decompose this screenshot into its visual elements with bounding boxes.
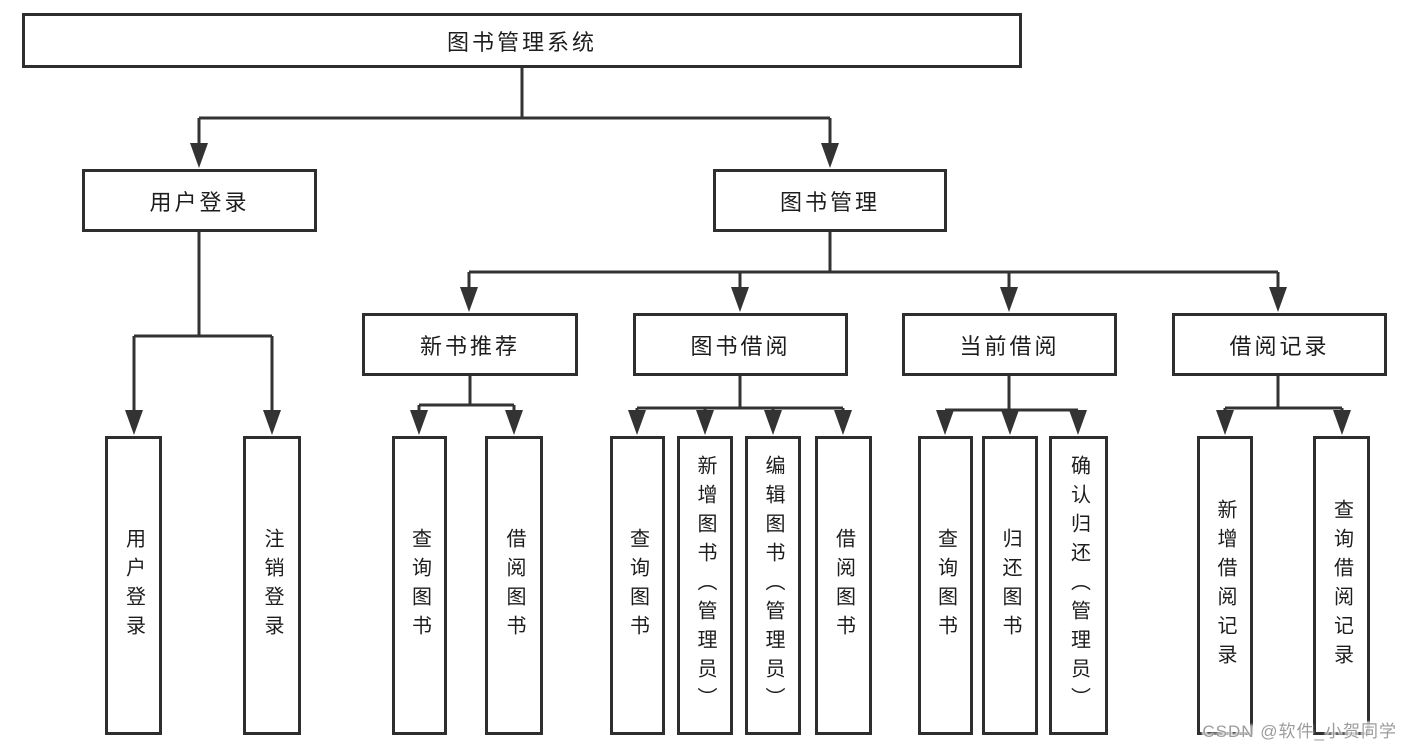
leaf-confirm-return-admin: 确认归还（管理员） [1049,436,1108,735]
leaf-return-book: 归还图书 [982,436,1038,735]
leaf-borrow-book: 借阅图书 [815,436,872,735]
node-current-borrow: 当前借阅 [902,313,1117,376]
leaf-recommend-borrow-book: 借阅图书 [485,436,543,735]
node-current-borrow-label: 当前借阅 [959,333,1060,359]
leaf-borrow-query-book: 查询图书 [610,436,665,735]
node-new-book-recommend-label: 新书推荐 [419,333,520,359]
leaf-current-query-book: 查询图书 [918,436,973,735]
leaf-add-book-admin-label: 新增图书（管理员） [694,455,716,716]
leaf-user-login: 用户登录 [105,436,162,735]
leaf-user-login-label: 用户登录 [122,527,145,644]
leaf-add-borrow-record: 新增借阅记录 [1197,436,1253,735]
leaf-recommend-query-book-label: 查询图书 [408,527,431,644]
leaf-recommend-borrow-book-label: 借阅图书 [503,527,525,644]
leaf-add-book-admin: 新增图书（管理员） [677,436,733,735]
leaf-edit-book-admin: 编辑图书（管理员） [745,436,801,735]
node-root-label: 图书管理系统 [446,29,597,55]
node-borrow-record: 借阅记录 [1172,313,1387,376]
node-root: 图书管理系统 [22,13,1022,68]
csdn-watermark: CSDN @软件_小贺同学 [1202,722,1397,741]
leaf-logout: 注销登录 [243,436,301,735]
leaf-query-borrow-record-label: 查询借阅记录 [1330,498,1353,673]
node-book-management-label: 图书管理 [779,189,880,215]
arrowheads [125,143,1351,435]
leaf-recommend-query-book: 查询图书 [392,436,447,735]
leaf-logout-label: 注销登录 [261,527,283,644]
node-book-management: 图书管理 [713,169,947,232]
leaf-query-borrow-record: 查询借阅记录 [1313,436,1370,735]
leaf-return-book-label: 归还图书 [999,527,1021,644]
leaf-borrow-query-book-label: 查询图书 [626,527,649,644]
node-book-borrow-label: 图书借阅 [690,333,791,359]
leaf-add-borrow-record-label: 新增借阅记录 [1214,498,1236,673]
node-user-login-label: 用户登录 [149,189,250,215]
leaf-borrow-book-label: 借阅图书 [832,527,855,644]
leaf-confirm-return-admin-label: 确认归还（管理员） [1067,455,1090,716]
node-new-book-recommend: 新书推荐 [362,313,578,376]
node-borrow-record-label: 借阅记录 [1229,333,1330,359]
node-book-borrow: 图书借阅 [633,313,848,376]
leaf-edit-book-admin-label: 编辑图书（管理员） [762,455,784,716]
node-user-login: 用户登录 [82,169,317,232]
leaf-current-query-book-label: 查询图书 [934,527,957,644]
